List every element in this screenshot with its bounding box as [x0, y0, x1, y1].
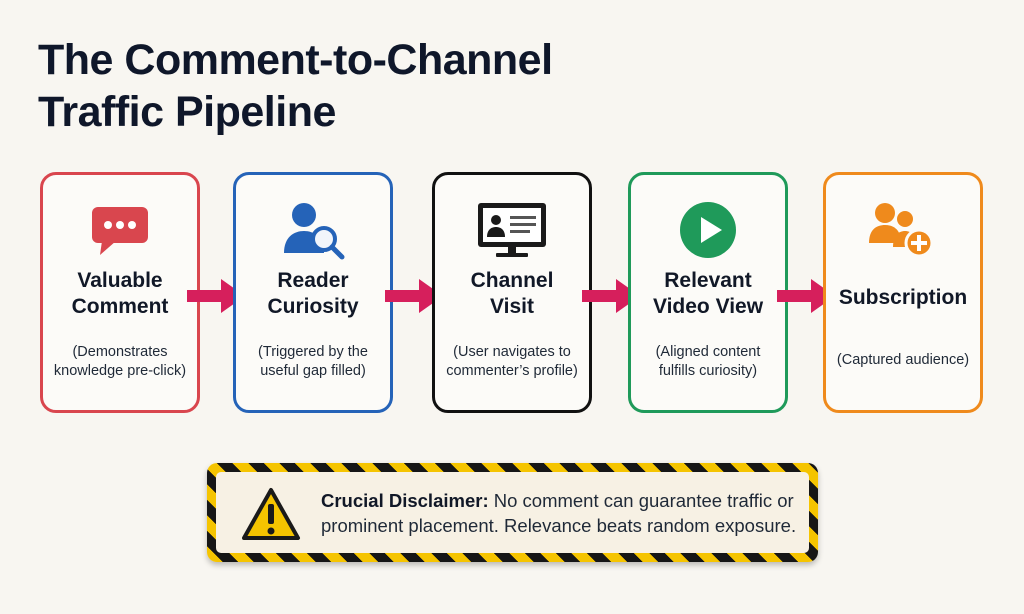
play-button-icon: [631, 195, 785, 265]
add-user-icon: [826, 195, 980, 265]
arrow-icon: [385, 279, 443, 313]
arrow-icon: [187, 279, 245, 313]
step-label: Valuable Comment: [71, 269, 169, 318]
arrow-icon: [582, 279, 640, 313]
step-label: Reader Curiosity: [267, 269, 359, 318]
monitor-profile-icon: [435, 195, 589, 265]
disclaimer-inner: Crucial Disclaimer: No comment can guara…: [216, 472, 809, 553]
disclaimer-body: No comment can guarantee traffic or prom…: [321, 490, 797, 536]
warning-triangle-icon: [242, 488, 300, 540]
step-label: Subscription: [838, 286, 968, 309]
disclaimer-text: Crucial Disclaimer: No comment can guara…: [321, 488, 801, 538]
step-label: Relevant Video View: [652, 269, 764, 318]
page-title: The Comment-to-Channel Traffic Pipeline: [38, 34, 738, 138]
title-line-2: Traffic Pipeline: [38, 88, 336, 136]
user-search-icon: [236, 195, 390, 265]
step-card-reader-curiosity: Reader Curiosity (Triggered by the usefu…: [233, 172, 393, 413]
chat-bubble-icon: [43, 195, 197, 265]
step-description: (Triggered by the useful gap filled): [258, 344, 368, 379]
disclaimer-box: Crucial Disclaimer: No comment can guara…: [207, 463, 818, 562]
step-description: (Captured audience): [836, 352, 970, 368]
step-card-relevant-video-view: Relevant Video View (Aligned content ful…: [628, 172, 788, 413]
step-card-channel-visit: Channel Visit (User navigates to comment…: [432, 172, 592, 413]
step-card-valuable-comment: Valuable Comment (Demonstrates knowledge…: [40, 172, 200, 413]
step-description: (Demonstrates knowledge pre-click): [53, 344, 187, 379]
step-description: (Aligned content fulfills curiosity): [655, 344, 761, 379]
title-line-1: The Comment-to-Channel: [38, 36, 553, 84]
step-card-subscription: Subscription (Captured audience): [823, 172, 983, 413]
arrow-icon: [777, 279, 835, 313]
step-description: (User navigates to commenter’s profile): [446, 344, 578, 379]
step-label: Channel Visit: [470, 269, 554, 318]
disclaimer-heading: Crucial Disclaimer:: [321, 490, 489, 511]
